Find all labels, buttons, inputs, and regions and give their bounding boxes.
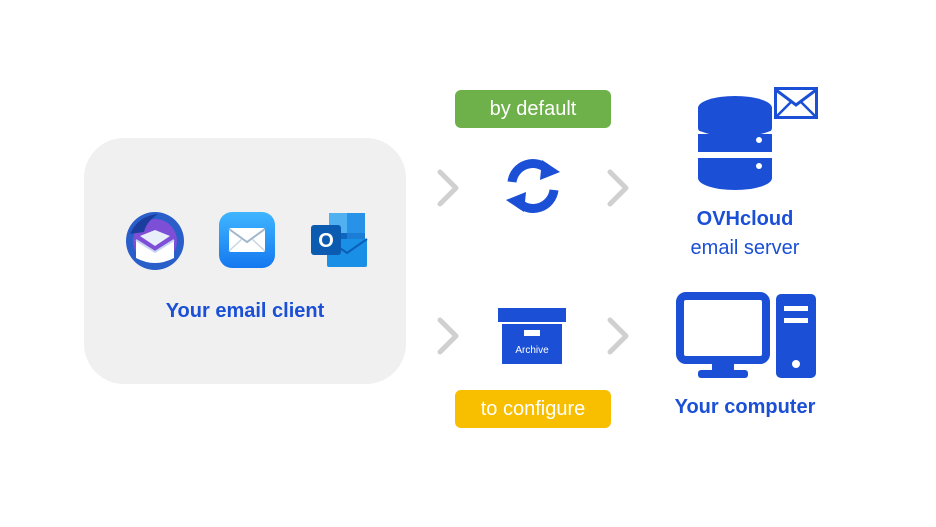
server-subtitle: email server (690, 237, 800, 259)
thunderbird-icon (126, 212, 184, 270)
computer-label: Your computer (674, 396, 816, 418)
default-route-badge: by default (455, 90, 611, 128)
apple-mail-icon (219, 212, 275, 268)
outlook-letter: O (318, 230, 334, 252)
chevron-right-icon (607, 169, 629, 207)
outlook-icon: O (311, 213, 368, 267)
email-server-label: OVHcloud email server (640, 205, 850, 263)
archive-label: Archive (515, 345, 549, 356)
envelope-icon (774, 87, 818, 119)
chevron-right-icon (437, 169, 459, 207)
desktop-computer-icon (676, 292, 816, 378)
archive-box-icon: Archive (498, 308, 566, 364)
server-title: OVHcloud (696, 208, 794, 230)
server-database-icon (697, 96, 773, 190)
email-client-label: Your email client (165, 300, 325, 322)
chevron-right-icon (437, 317, 459, 355)
sync-icon (506, 159, 560, 213)
configure-route-badge: to configure (455, 390, 611, 428)
chevron-right-icon (607, 317, 629, 355)
